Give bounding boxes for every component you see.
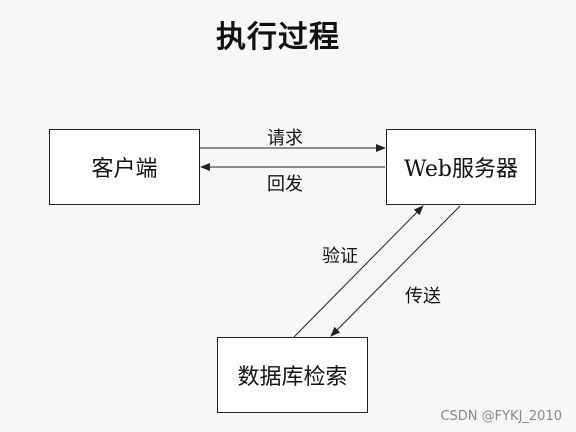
request-label: 请求 bbox=[267, 128, 303, 149]
arrow-send bbox=[330, 205, 461, 337]
send-label: 传送 bbox=[405, 286, 441, 307]
database-search-node: 数据库检索 bbox=[217, 337, 368, 413]
database-search-node-label: 数据库检索 bbox=[237, 365, 348, 390]
client-node-label: 客户端 bbox=[91, 157, 158, 182]
web-server-node: Web服务器 bbox=[386, 129, 536, 205]
return-label: 回发 bbox=[267, 174, 303, 195]
arrow-verify bbox=[293, 205, 424, 338]
client-node: 客户端 bbox=[49, 129, 200, 205]
watermark: CSDN @FYKJ_2010 bbox=[440, 409, 562, 424]
web-server-node-label: Web服务器 bbox=[404, 157, 518, 182]
diagram-title: 执行过程 bbox=[216, 20, 340, 55]
verify-label: 验证 bbox=[322, 246, 358, 267]
